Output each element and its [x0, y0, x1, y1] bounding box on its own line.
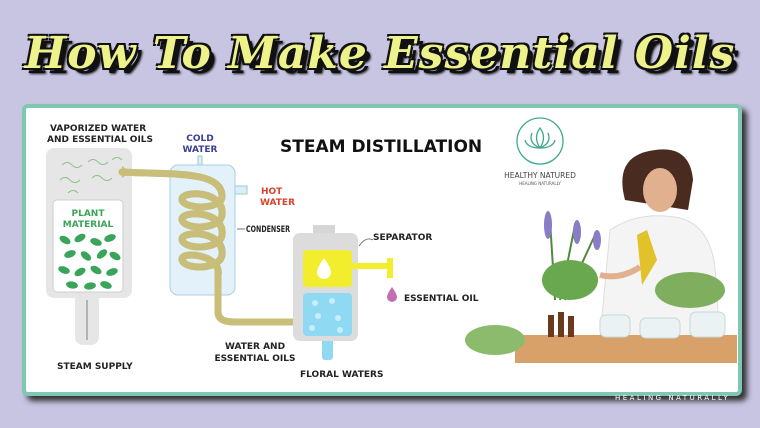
tap-icon [387, 258, 393, 278]
leaf-icon [90, 238, 102, 246]
herbalist-photo [465, 149, 737, 363]
vapor-wisps-icon [59, 157, 123, 194]
essential-oil-drop-icon [387, 287, 397, 302]
hot-water-label-1: HOT [261, 187, 283, 197]
leaf-icon [58, 266, 70, 274]
essential-oil-label: ESSENTIAL OIL [404, 294, 479, 304]
water-oils-label-1: WATER AND [225, 342, 285, 352]
separator-label: SEPARATOR [373, 233, 432, 243]
page-title: How To Make Essential Oils [24, 28, 736, 79]
separator [293, 225, 397, 360]
diagram-heading: STEAM DISTILLATION [280, 137, 482, 157]
oil-drop-icon [317, 258, 331, 279]
cold-water-label-1: COLD [186, 134, 213, 144]
leaf-icon [106, 268, 118, 276]
leaf-icon [59, 235, 71, 245]
still-vessel [46, 148, 132, 345]
leaf-icon [64, 250, 76, 258]
water-oils-label-2: ESSENTIAL OILS [215, 354, 296, 364]
hot-water-label-2: WATER [260, 198, 295, 208]
leaf-icon [109, 251, 121, 261]
steam-supply-label: STEAM SUPPLY [57, 362, 133, 372]
floral-waters-label: FLORAL WATERS [300, 370, 383, 380]
vapor-label-1: VAPORIZED WATER [50, 124, 146, 134]
leaf-icon [80, 251, 92, 261]
plant-label-2: MATERIAL [63, 220, 114, 230]
leaf-icon [74, 233, 86, 243]
leaf-icon [66, 281, 78, 289]
leaf-icon [90, 265, 102, 275]
brand-name: HEALTHY NATURED [504, 171, 576, 180]
lotus-logo-icon [516, 117, 564, 165]
condenser [118, 155, 302, 326]
leaf-icon [74, 267, 86, 277]
leaf-icon [96, 249, 108, 259]
leaf-icon [84, 282, 96, 290]
leaf-icon [100, 281, 112, 289]
plant-label-1: PLANT [72, 209, 106, 219]
footer-tagline: HEALING NATURALLY [615, 394, 731, 402]
cold-water-label-2: WATER [182, 145, 217, 155]
leaf-icon [104, 234, 116, 242]
vapor-label-2: AND ESSENTIAL OILS [47, 135, 153, 145]
brand-tagline: HEALING NATURALLY [519, 181, 561, 186]
leaves-icon [58, 233, 121, 290]
condenser-label: CONDENSER [246, 225, 290, 235]
